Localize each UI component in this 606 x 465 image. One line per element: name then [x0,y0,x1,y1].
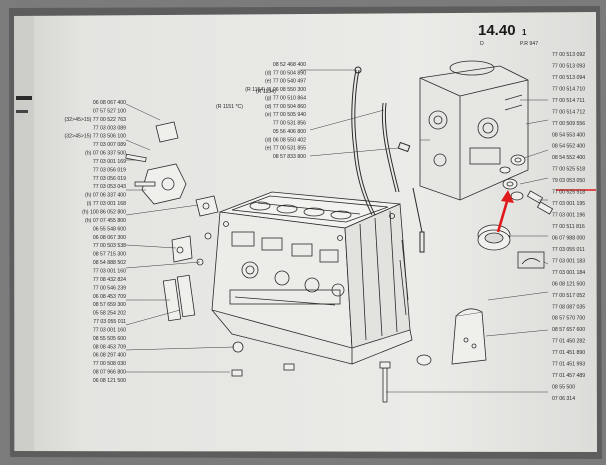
part-number-label: (d) 77 00 504 890 [265,70,306,76]
part-number-label: 08 57 715 300 [93,252,126,258]
right-part-numbers: 77 00 513 092 77 00 513 093 77 00 513 094 7… [552,52,585,402]
part-number-label: (32>45>15) 77 03 506 100 [65,134,127,140]
note-r1154: (R 1154) [256,89,276,95]
part-number-label: 77 00 513 094 [552,75,585,81]
part-number-label: 77 03 001 160 [93,328,126,334]
top-center-part-numbers: 08 52 468 400 (d) 77 00 504 890 (e) 77 00 … [245,62,306,160]
part-number-label: 08 54 552 400 [552,155,585,161]
part-number-label: 77 03 007 089 [93,142,126,148]
page-spine-shadow [14,16,34,451]
part-number-label: (h) 07 06 337 500 [85,151,126,157]
part-number-label: 77 00 517 052 [552,293,585,299]
part-number-label: (d) 06 08 550 402 [265,137,306,143]
part-number-label: 79 03 053 050 [552,178,585,184]
part-number-label: 08 57 833 800 [273,154,306,160]
part-number-label: 77 00 514 710 [552,86,585,92]
page-ref: P.R 947 [520,41,538,47]
part-number-label: 77 08 432 824 [93,277,126,283]
part-number-label: 77 00 513 093 [552,64,585,70]
part-number-label: 77 00 509 556 [552,121,585,127]
part-number-label: 08 08 453 709 [93,344,126,350]
part-number-label: 08 57 659 300 [93,302,126,308]
part-number-label: 77 08 087 035 [552,304,585,310]
part-number-label: 77 00 508 030 [93,361,126,367]
part-number-label: 77 00 531 856 [273,121,306,127]
note-r1151: (R 1151 *C) [216,104,243,110]
part-number-label: 08 54 553 400 [552,132,585,138]
part-number-label: 08 54 888 502 [93,260,126,266]
bottom-parts [379,308,487,403]
part-number-label: 06 07 988 000 [552,236,585,242]
red-highlight-arrow-icon [496,190,514,233]
part-number-label: 77 03 056 019 [93,167,126,173]
part-number-label: 77 03 055 011 [552,247,585,253]
part-number-label: 08 55 505 600 [93,336,126,342]
part-number-label: 77 03 055 011 [93,319,126,325]
part-number-label: 77 01 450 282 [552,339,585,345]
part-number-label: 06 08 121 500 [93,378,126,384]
part-number-label: 77 03 001 195 [552,201,585,207]
part-number-label: (R 1154) (f) 06 08 550 300 [245,87,306,93]
part-number-label: 08 52 468 400 [273,62,306,68]
part-number-label: 77 01 451 890 [552,350,585,356]
part-number-label: 77 00 525 518 [552,167,585,173]
part-number-label: 08 07 966 800 [93,370,126,376]
part-number-label: (32>45>15) 77 00 522 763 [65,117,127,123]
part-number-label: 77 03 001 169 [93,159,126,165]
part-number-label: 06 08 453 709 [93,294,126,300]
binding-mark [16,96,32,100]
part-number-label: 06 08 121 500 [552,281,585,287]
part-number-label: 77 03 001 183 [552,258,585,264]
engine-block-drawing [211,191,413,365]
part-number-label: 77 03 001 196 [552,213,585,219]
part-number-label: (e) 77 00 540 497 [265,79,306,85]
part-number-label: 77 03 003 089 [93,125,126,131]
part-number-label: 77 00 514 711 [552,98,585,104]
part-number-label: 77 00 513 092 [552,52,585,58]
part-number-label: (h) 07 06 337 400 [85,193,126,199]
part-number-label: 06 08 067 400 [93,100,126,106]
part-number-label: 77 00 525 518 [552,190,585,196]
page-number: 14.40 [478,22,516,39]
block-rear-view [419,60,529,201]
part-number-label: 77 00 511 816 [552,224,585,230]
binding-mark [16,110,28,113]
part-number-label: 06 08 297 400 [93,353,126,359]
part-number-label: (e) 77 00 505 940 [265,112,306,118]
part-number-label: 77 00 546 239 [93,285,126,291]
part-number-label: 07 57 527 100 [93,108,126,114]
part-number-label: (i) 77 03 001 168 [87,201,126,207]
part-number-label: (h) 07 07 455 800 [85,218,126,224]
part-number-label: (h) 100 86 052 800 [82,210,126,216]
part-number-label: (g) 77 00 510 864 [265,96,306,102]
part-number-label: 06 08 067 300 [93,235,126,241]
column-letter: D [480,41,484,47]
part-number-label: 77 00 514 712 [552,109,585,115]
part-number-label: 08 57 570 700 [552,316,585,322]
leader-lines [125,69,549,393]
part-number-label: 05 56 406 800 [273,129,306,135]
part-number-label: 08 54 552 400 [552,144,585,150]
part-number-label: 77 03 001 184 [552,270,585,276]
part-number-label: 08 55 500 [552,385,575,391]
part-number-label: 77 03 056 019 [93,176,126,182]
part-number-label: (e) 77 00 531 855 [265,146,306,152]
part-number-label: 06 55 548 600 [93,226,126,232]
seal-parts [477,154,554,269]
part-number-label: 08 57 657 600 [552,327,585,333]
part-number-label: 77 00 503 538 [93,243,126,249]
part-number-label: 07 06 314 [552,396,575,402]
part-number-label: (d) 77 00 504 860 [265,104,306,110]
part-number-label: 77 03 053 043 [93,184,126,190]
part-number-label: 77 03 001 160 [93,269,126,275]
left-part-numbers: 06 08 067 400 07 57 527 100 (32>45>15) 77 … [65,100,127,384]
dipstick-drawing [351,66,425,253]
part-number-label: 05 58 254 202 [93,311,126,317]
left-small-parts [125,121,295,377]
page-number-suffix: 1 [522,28,527,37]
part-number-label: 77 01 451 993 [552,362,585,368]
part-number-label: 77 01 457 489 [552,373,585,379]
